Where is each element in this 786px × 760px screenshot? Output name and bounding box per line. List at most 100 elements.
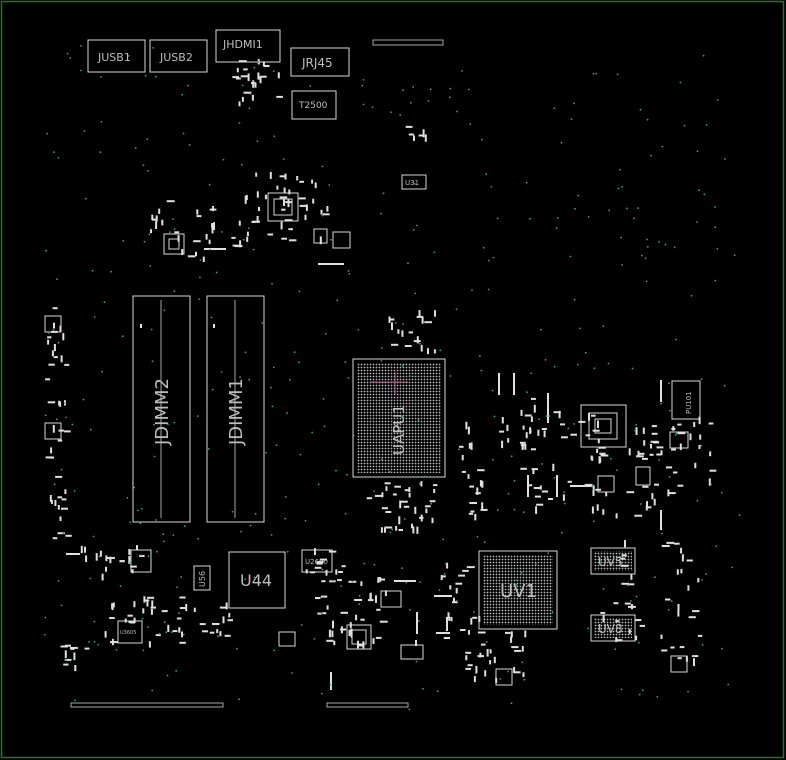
via-dot	[569, 255, 572, 258]
passive-component	[142, 608, 145, 614]
via-dot	[703, 193, 706, 196]
passive-component	[101, 573, 104, 581]
via-dot	[162, 533, 165, 536]
via-dot	[304, 519, 307, 522]
passive-component	[224, 634, 231, 637]
passive-component	[414, 506, 417, 514]
via-dot	[399, 113, 402, 116]
passive-component	[281, 208, 286, 211]
passive-component	[289, 239, 297, 242]
passive-component	[337, 579, 342, 582]
label-uapu1: UAPU1	[390, 404, 408, 455]
passive-component	[677, 603, 680, 610]
via-dot	[57, 580, 60, 582]
transformer-t2500: T2500	[291, 90, 337, 120]
passive-component	[524, 414, 532, 417]
via-dot	[417, 620, 420, 622]
passive-component	[179, 607, 186, 609]
passive-component	[151, 214, 154, 220]
via-dot	[298, 290, 301, 293]
via-dot	[705, 124, 708, 126]
passive-component	[372, 638, 375, 644]
passive-component	[333, 640, 336, 646]
passive-component	[73, 652, 76, 661]
via-dot	[176, 586, 179, 588]
passive-component	[304, 214, 307, 221]
passive-component	[673, 471, 678, 474]
passive-component	[692, 610, 700, 613]
connector-jusb1: JUSB1	[87, 39, 146, 73]
via-dot	[299, 453, 302, 456]
via-dot	[700, 444, 703, 447]
vram-uv8: UV8	[590, 614, 636, 642]
via-dot	[670, 600, 673, 602]
passive-component	[534, 495, 541, 498]
via-dot	[254, 512, 257, 515]
passive-component	[124, 618, 127, 623]
passive-component	[105, 555, 108, 562]
passive-component	[338, 571, 343, 573]
passive-component	[419, 516, 424, 519]
trace-component	[66, 553, 80, 555]
via-dot	[573, 298, 576, 301]
via-dot	[602, 325, 605, 328]
passive-component	[59, 325, 62, 332]
passive-component	[521, 646, 524, 652]
via-dot	[696, 221, 698, 223]
passive-component	[465, 421, 468, 430]
passive-component	[448, 616, 451, 621]
passive-component	[600, 454, 609, 457]
passive-component	[416, 526, 419, 534]
via-dot	[100, 76, 102, 78]
via-dot	[74, 699, 76, 702]
via-dot	[231, 510, 234, 513]
via-dot	[638, 693, 641, 696]
via-dot	[626, 584, 629, 587]
passive-component	[316, 561, 324, 564]
passive-component	[240, 75, 248, 78]
passive-component	[238, 220, 241, 226]
via-dot	[103, 301, 106, 304]
passive-component	[527, 484, 533, 487]
passive-component	[455, 582, 463, 585]
trace-component	[318, 263, 344, 265]
passive-component	[54, 500, 57, 506]
via-dot	[701, 579, 703, 581]
ic-qfn-bottom-center	[495, 668, 513, 686]
passive-component	[299, 204, 307, 207]
passive-component	[462, 569, 469, 572]
via-dot	[240, 163, 243, 166]
passive-component	[562, 494, 565, 501]
passive-component	[677, 423, 682, 426]
passive-component	[328, 550, 337, 553]
passive-component	[535, 506, 538, 514]
via-dot	[198, 298, 201, 300]
passive-component	[653, 498, 656, 506]
passive-component	[316, 562, 323, 565]
passive-component	[592, 490, 595, 496]
passive-component	[109, 617, 115, 619]
ic-qfn-lower-mid	[346, 624, 372, 650]
passive-component	[429, 500, 436, 503]
via-dot	[409, 608, 411, 611]
passive-component	[50, 447, 53, 454]
via-dot	[363, 562, 366, 565]
passive-component	[246, 231, 249, 236]
passive-component	[47, 336, 52, 339]
label-jdimm1: JDIMM1	[226, 378, 247, 446]
via-dot	[442, 538, 444, 541]
via-dot	[371, 106, 374, 108]
passive-component	[209, 208, 217, 211]
passive-component	[449, 585, 452, 590]
via-dot	[701, 644, 704, 646]
passive-component	[480, 643, 486, 646]
passive-component	[52, 307, 58, 310]
ic-square-right	[635, 466, 651, 486]
passive-component	[468, 630, 470, 635]
passive-component	[709, 451, 712, 457]
passive-component	[665, 466, 673, 469]
trace-component	[498, 373, 500, 395]
via-dot	[284, 517, 287, 520]
passive-component	[45, 456, 53, 459]
via-dot	[412, 229, 415, 231]
